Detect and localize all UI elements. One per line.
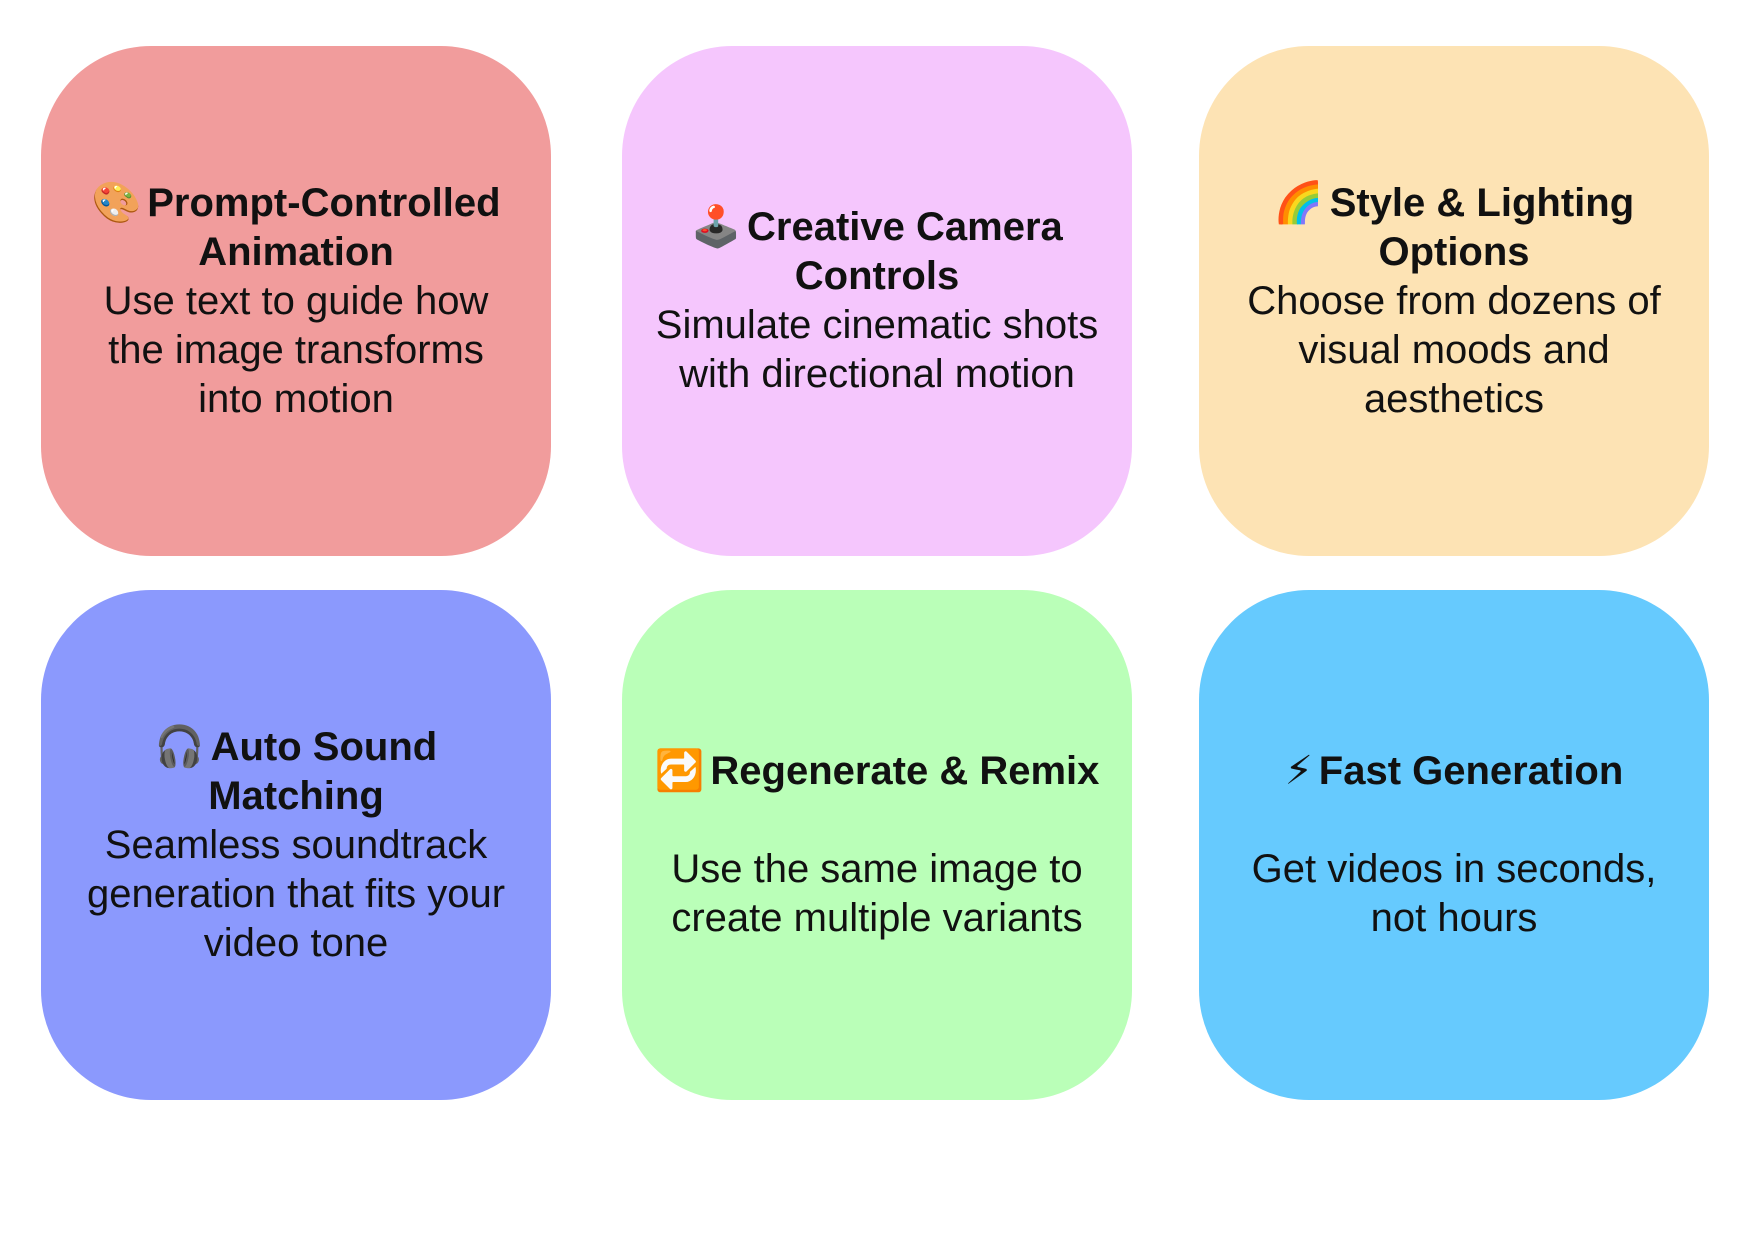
card-title-text: Prompt-Controlled Animation	[147, 180, 501, 274]
card-title: ⚡Fast Generation	[1285, 747, 1624, 796]
card-description: Seamless soundtrack generation that fits…	[86, 822, 506, 965]
feature-card-fast-generation: ⚡Fast Generation Get videos in seconds, …	[1199, 590, 1709, 1100]
card-title: 🎨Prompt-Controlled Animation	[71, 179, 521, 277]
lightning-icon: ⚡	[1284, 748, 1313, 794]
card-title-text: Regenerate & Remix	[710, 749, 1100, 793]
card-title-text: Fast Generation	[1318, 749, 1624, 793]
card-title: 🔁Regenerate & Remix	[655, 747, 1100, 796]
rainbow-icon: 🌈	[1273, 179, 1324, 226]
card-description: Choose from dozens of visual moods and a…	[1247, 278, 1661, 421]
card-title-text: Creative Camera Controls	[747, 205, 1063, 298]
card-title: 🕹️Creative Camera Controls	[652, 203, 1102, 301]
feature-card-regenerate-remix: 🔁Regenerate & Remix Use the same image t…	[622, 590, 1132, 1100]
card-description: Get videos in seconds, not hours	[1251, 847, 1657, 940]
repeat-icon: 🔁	[654, 748, 705, 794]
card-title-text: Auto Sound Matching	[208, 724, 438, 818]
feature-card-camera-controls: 🕹️Creative Camera Controls Simulate cine…	[622, 46, 1132, 556]
card-description: Simulate cinematic shots with directiona…	[655, 303, 1099, 396]
card-title: 🎧Auto Sound Matching	[71, 723, 521, 821]
joystick-icon: 🕹️	[691, 204, 742, 250]
feature-card-style-lighting: 🌈Style & Lighting Options Choose from do…	[1199, 46, 1709, 556]
feature-card-prompt-animation: 🎨Prompt-Controlled Animation Use text to…	[41, 46, 551, 556]
headphones-icon: 🎧	[154, 723, 205, 770]
card-description: Use text to guide how the image transfor…	[103, 278, 489, 421]
card-title: 🌈Style & Lighting Options	[1229, 179, 1679, 277]
card-description: Use the same image to create multiple va…	[671, 847, 1083, 940]
card-title-text: Style & Lighting Options	[1329, 180, 1635, 274]
feature-card-sound-matching: 🎧Auto Sound Matching Seamless soundtrack…	[41, 590, 551, 1100]
palette-icon: 🎨	[91, 179, 142, 226]
